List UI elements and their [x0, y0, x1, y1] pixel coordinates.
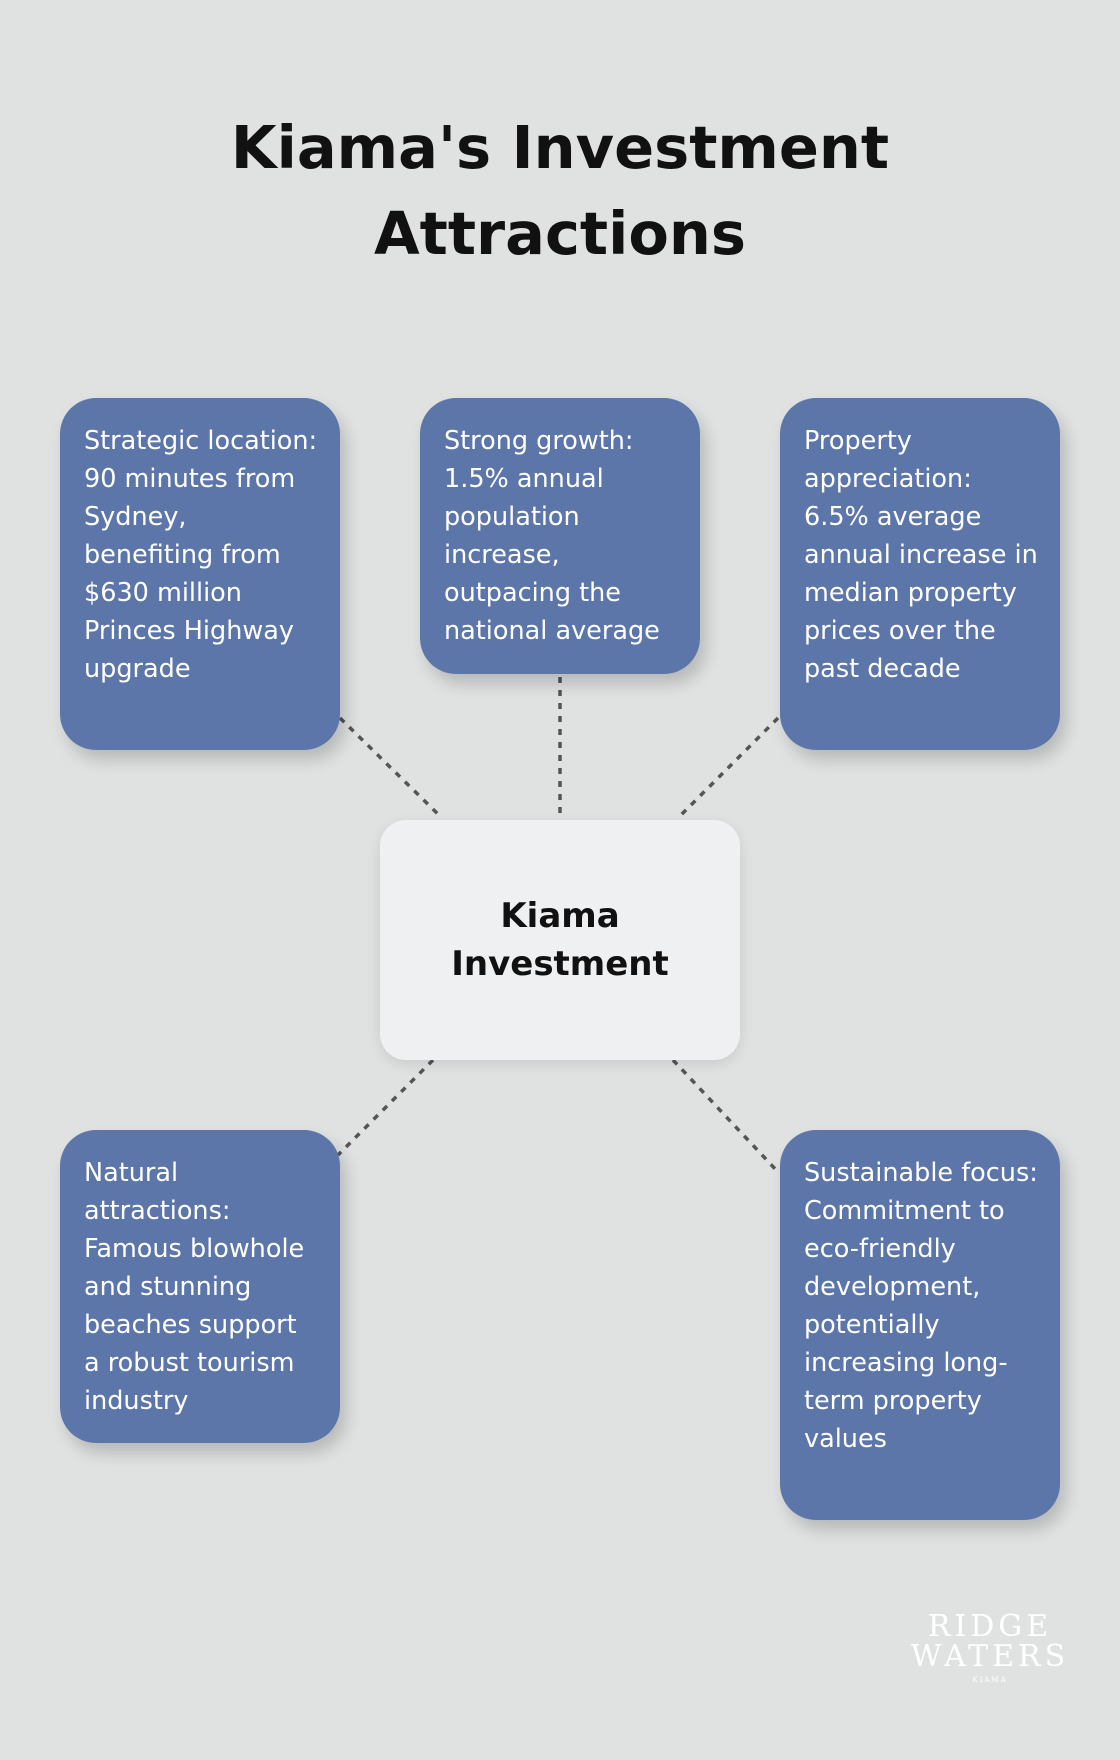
- node-text: Sustainable focus: Commitment to eco-fri…: [804, 1158, 1038, 1454]
- connector-line-1: [338, 716, 444, 820]
- node-sustainable-focus: Sustainable focus: Commitment to eco-fri…: [780, 1130, 1060, 1520]
- logo-line-3: KIAMA: [972, 1676, 1008, 1684]
- node-text: Property appreciation: 6.5% average annu…: [804, 426, 1038, 684]
- connector-line-5: [671, 1058, 780, 1174]
- node-property-appreciation: Property appreciation: 6.5% average annu…: [780, 398, 1060, 750]
- node-natural-attractions: Natural attractions: Famous blowhole and…: [60, 1130, 340, 1443]
- node-strategic-location: Strategic location: 90 minutes from Sydn…: [60, 398, 340, 750]
- diagram-title: Kiama's Investment Attractions: [230, 113, 890, 268]
- center-node: Kiama Investment: [380, 820, 740, 1060]
- logo-line-2: WATERS: [910, 1639, 1070, 1674]
- node-text: Strategic location: 90 minutes from Sydn…: [84, 426, 318, 684]
- node-text: Natural attractions: Famous blowhole and…: [84, 1158, 305, 1416]
- node-text: Strong growth: 1.5% annual population in…: [444, 426, 660, 646]
- logo-line-1: RIDGE: [927, 1609, 1053, 1644]
- connector-line-3: [676, 716, 780, 820]
- center-label: Kiama Investment: [451, 896, 669, 984]
- node-strong-growth: Strong growth: 1.5% annual population in…: [420, 398, 700, 674]
- connector-line-4: [336, 1058, 435, 1157]
- ridge-waters-logo: RIDGE WATERS KIAMA: [900, 1609, 1080, 1685]
